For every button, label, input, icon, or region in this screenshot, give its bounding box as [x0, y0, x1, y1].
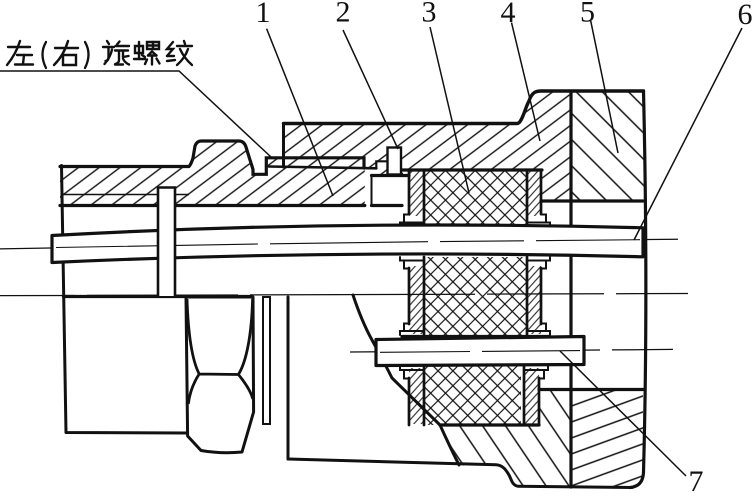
svg-text:4: 4 [501, 0, 516, 29]
svg-text:2: 2 [336, 0, 351, 29]
svg-text:7: 7 [689, 465, 704, 498]
svg-text:6: 6 [738, 0, 753, 31]
svg-text:5: 5 [580, 0, 595, 29]
svg-text:1: 1 [256, 0, 271, 29]
svg-text:3: 3 [422, 0, 437, 29]
